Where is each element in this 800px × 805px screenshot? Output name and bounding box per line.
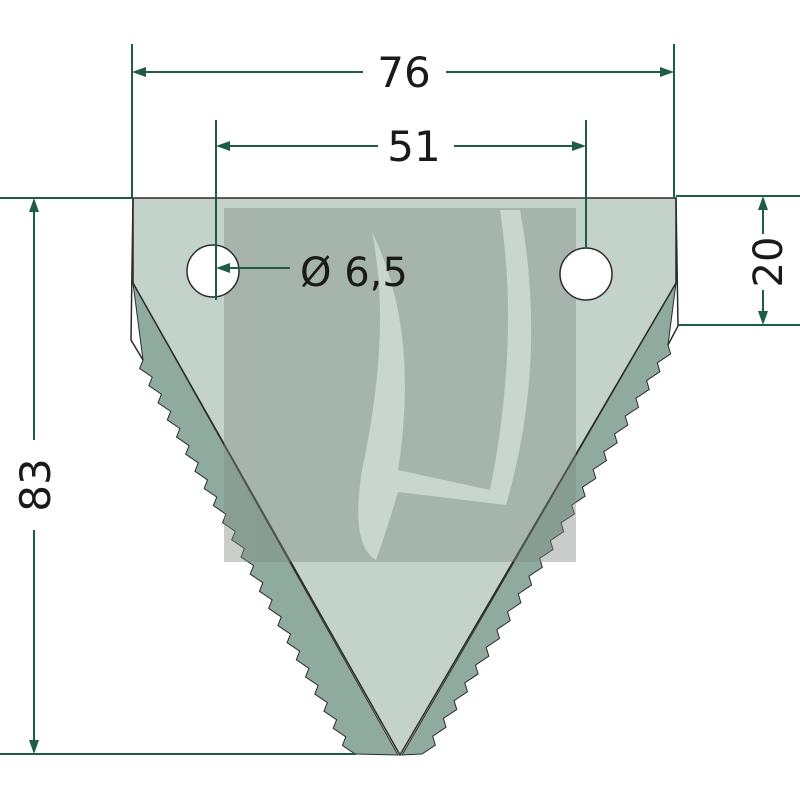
blade-flank-left	[130, 197, 144, 361]
watermark-logo	[224, 208, 576, 562]
dim-overall-width: 76	[377, 48, 430, 97]
dim-hole-diameter: Ø 6,5	[300, 250, 408, 296]
dim-total-height: 83	[11, 458, 60, 511]
hole-right	[559, 247, 613, 301]
mounting-holes	[186, 244, 613, 301]
dimension-labels: 76 51 Ø 6,5 83 20	[11, 48, 792, 512]
dimension-arrowheads	[29, 67, 768, 754]
hole-left	[186, 244, 240, 298]
dim-shoulder-height: 20	[746, 237, 792, 288]
dimension-lines	[0, 44, 800, 755]
dim-hole-spacing: 51	[387, 122, 440, 171]
